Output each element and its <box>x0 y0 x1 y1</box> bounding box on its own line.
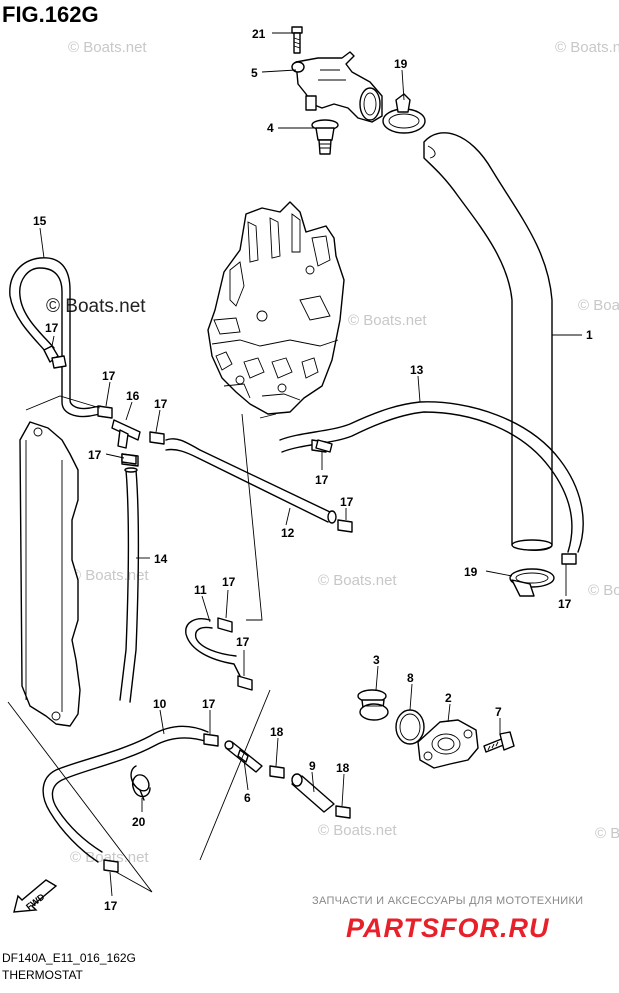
part-17-clamp <box>43 345 67 369</box>
part-7-bolt <box>483 731 515 753</box>
callout-12: 12 <box>281 526 295 540</box>
callout-17: 17 <box>222 575 236 589</box>
callout-7: 7 <box>495 705 502 719</box>
watermark: © Boats.net <box>68 39 147 56</box>
callout-6: 6 <box>244 791 251 805</box>
callout-21: 21 <box>252 27 266 41</box>
part-8-o-ring <box>395 709 425 745</box>
callout-17: 17 <box>88 448 102 462</box>
callout-19: 19 <box>464 565 478 579</box>
watermark: © Boats.net <box>318 572 397 589</box>
callout-17: 17 <box>45 321 59 335</box>
part-11-hose <box>185 617 253 691</box>
callout-4: 4 <box>267 121 274 135</box>
callout-17: 17 <box>340 495 354 509</box>
leader-lines <box>39 32 582 897</box>
branding-tagline: ЗАПЧАСТИ И АКСЕССУАРЫ ДЛЯ МОТОТЕХНИКИ <box>312 895 583 907</box>
watermark-layer: © Boats.net © Boats.net © Boats.net © Bo… <box>46 39 619 866</box>
part-9-hose <box>291 773 335 813</box>
watermark: © Boats.net <box>588 582 619 599</box>
callout-19: 19 <box>394 57 408 71</box>
left-cooler-plate <box>19 421 81 727</box>
callout-17: 17 <box>104 899 118 913</box>
callout-17: 17 <box>558 597 572 611</box>
callout-18: 18 <box>270 725 284 739</box>
watermark: © Boats.net <box>595 825 619 842</box>
callout-3: 3 <box>373 653 380 667</box>
callout-14: 14 <box>154 552 168 566</box>
fwd-arrow-icon: FWD <box>13 879 58 913</box>
figure-code: DF140A_E11_016_162G <box>2 951 136 965</box>
callout-5: 5 <box>251 66 258 80</box>
callout-9: 9 <box>309 759 316 773</box>
part-15-hose <box>9 257 101 418</box>
callout-10: 10 <box>153 697 167 711</box>
watermark: © Boats.net <box>578 297 619 314</box>
watermark: © Boats.net <box>555 39 619 56</box>
callout-18: 18 <box>336 761 350 775</box>
watermark: © Boats.net <box>318 822 397 839</box>
part-19-clamp <box>382 93 426 134</box>
callout-13: 13 <box>410 363 424 377</box>
part-17-clamp <box>97 405 165 445</box>
figure-title: FIG.162G <box>2 2 99 27</box>
part-18-clamp <box>269 765 351 819</box>
part-19-clamp <box>509 568 555 597</box>
part-1-main-hose <box>423 132 553 551</box>
part-20-clip <box>130 765 151 801</box>
callout-17: 17 <box>154 397 168 411</box>
branding: ЗАПЧАСТИ И АКСЕССУАРЫ ДЛЯ МОТОТЕХНИКИ PA… <box>312 895 583 943</box>
engine-block <box>207 201 345 415</box>
part-12-hose <box>165 438 353 533</box>
callout-11: 11 <box>194 583 207 597</box>
part-17-clamp <box>121 439 333 465</box>
part-3-thermostat <box>357 689 389 721</box>
part-5-thermostat-cover <box>291 51 383 123</box>
callout-17: 17 <box>236 635 250 649</box>
part-4-thermostat <box>311 119 339 155</box>
watermark: © Boats.net <box>348 312 427 329</box>
callout-8: 8 <box>407 671 414 685</box>
part-10-hose <box>42 725 219 873</box>
part-6-pipe <box>224 740 263 773</box>
callout-17: 17 <box>315 473 329 487</box>
figure-subtitle: THERMOSTAT <box>2 968 84 982</box>
callout-labels: 21 5 19 4 15 1 17 13 17 16 17 17 17 17 1… <box>33 27 593 913</box>
assembly-guide-lines <box>7 395 277 893</box>
callout-16: 16 <box>126 389 140 403</box>
callout-15: 15 <box>33 214 47 228</box>
main-watermark: © Boats.net <box>46 296 146 317</box>
part-16-joint <box>111 419 141 449</box>
watermark: © Boats.net <box>70 567 149 584</box>
callout-2: 2 <box>445 691 452 705</box>
branding-site: PARTSFOR.RU <box>346 913 550 943</box>
callout-1: 1 <box>586 328 593 342</box>
callout-20: 20 <box>132 815 146 829</box>
part-21-bolt <box>291 26 303 54</box>
part-2-housing <box>417 719 479 769</box>
callout-17: 17 <box>102 369 116 383</box>
callout-17: 17 <box>202 697 216 711</box>
